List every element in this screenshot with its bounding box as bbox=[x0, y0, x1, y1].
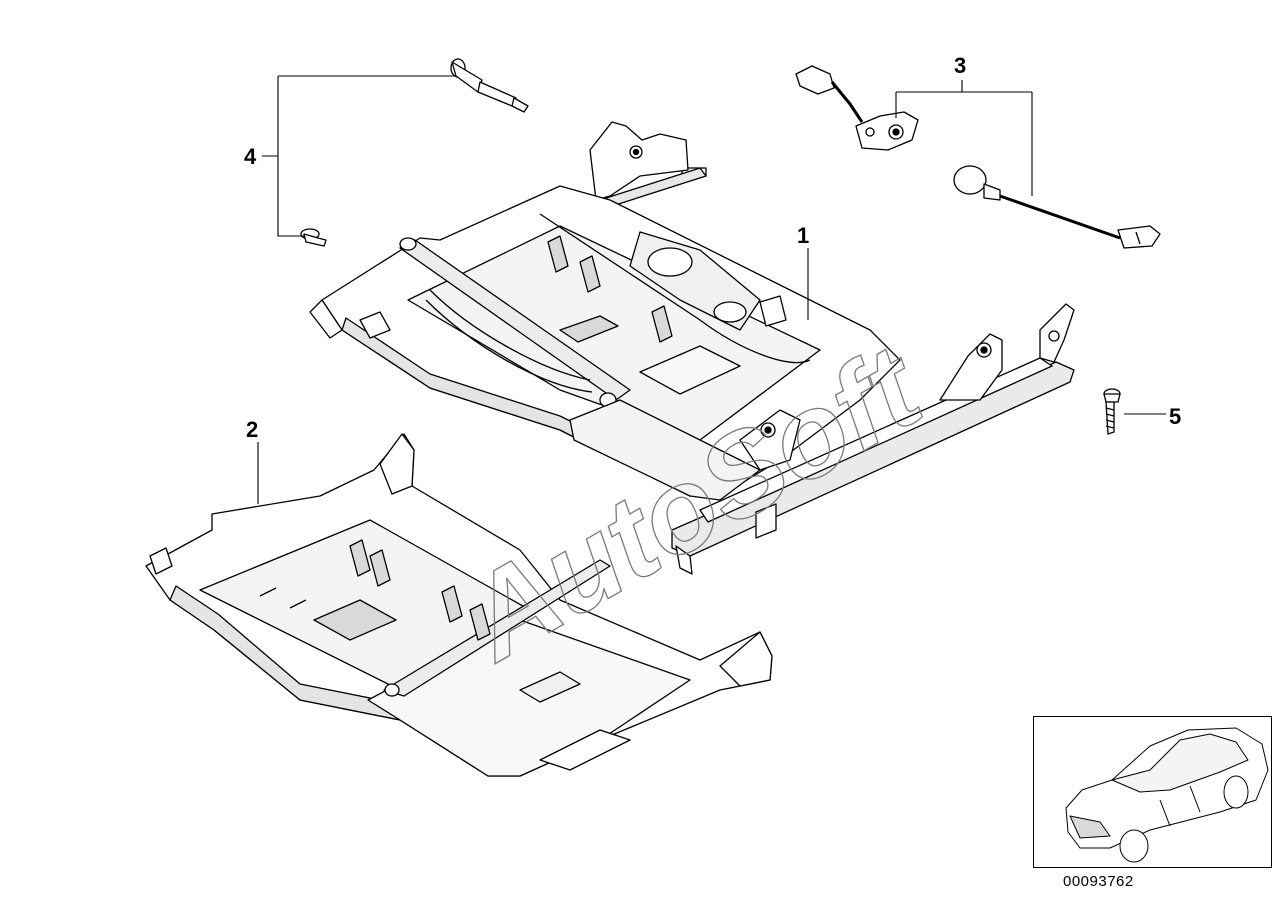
callout-1: 1 bbox=[797, 223, 810, 248]
diagram-number: 00093762 bbox=[1063, 873, 1134, 890]
leader-lines bbox=[257, 75, 1166, 504]
part-2-lower-tray[interactable] bbox=[145, 433, 773, 777]
callout-3: 3 bbox=[954, 53, 967, 78]
callout-5: 5 bbox=[1169, 404, 1182, 429]
callout-2: 2 bbox=[246, 417, 259, 442]
part-4-pins[interactable] bbox=[300, 58, 529, 247]
part-3-cable-harness[interactable] bbox=[795, 65, 1161, 249]
part-1-seat-frame[interactable] bbox=[309, 121, 1075, 575]
part-5-screw[interactable] bbox=[1103, 388, 1121, 435]
car-inset-sketch bbox=[1065, 727, 1269, 863]
callout-4: 4 bbox=[244, 144, 257, 169]
